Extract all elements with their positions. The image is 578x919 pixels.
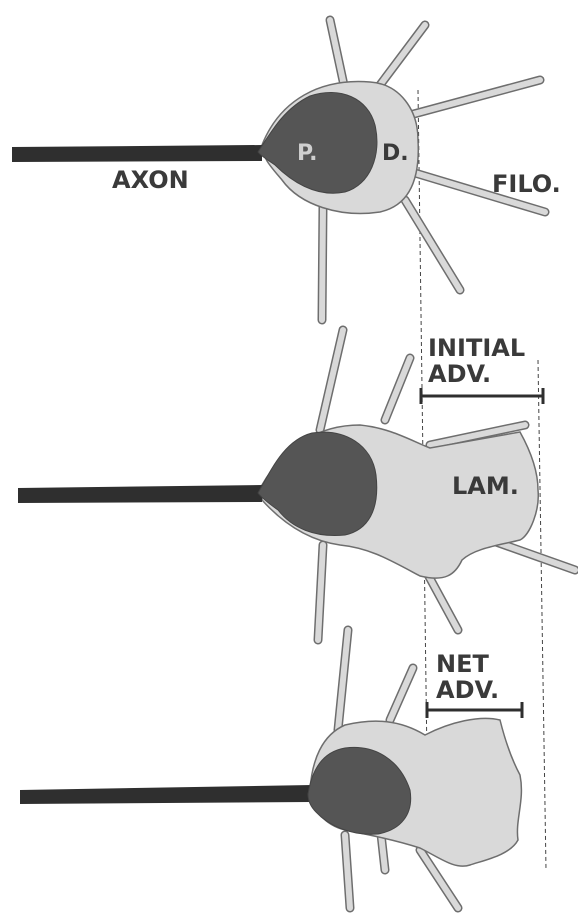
central-domain-1 [258, 93, 377, 194]
proximal-label: P. [297, 141, 317, 166]
distal-label: D. [382, 141, 409, 166]
guide-line-right [538, 360, 546, 870]
guide-line-left [418, 90, 427, 760]
axon-label: AXON [112, 166, 189, 194]
growth-cone-stage-1 [12, 20, 545, 320]
net-advance-label-line1: NET [436, 650, 489, 678]
filopodia-label: FILO. [492, 170, 561, 198]
axon-shaft-3 [20, 785, 312, 804]
initial-advance-label-line2: ADV. [428, 360, 491, 388]
net-advance-label-line2: ADV. [436, 676, 499, 704]
central-domain-2 [258, 432, 377, 535]
net-advance-bar [427, 702, 522, 718]
initial-advance-label-line1: INITIAL [428, 334, 525, 362]
axon-shaft-2 [18, 485, 262, 503]
initial-advance-bar [421, 388, 543, 404]
lamellipodium-label: LAM. [452, 472, 519, 500]
axon-shaft-1 [12, 145, 262, 162]
